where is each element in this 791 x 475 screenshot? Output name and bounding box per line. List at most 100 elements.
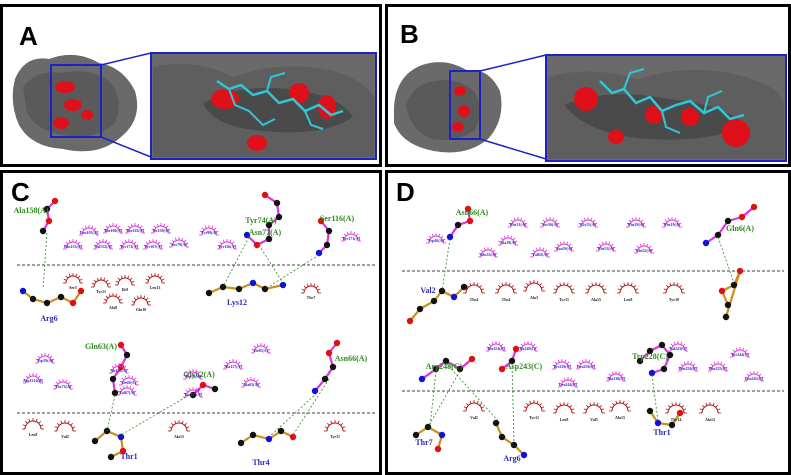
residue-label-hydrophobic: Trp59(A) (37, 358, 54, 363)
residue-label-hydrophobic: Leu250(C) (577, 364, 596, 369)
residue-label-hbond: Asn77(A) (249, 228, 282, 237)
hydrogen-bond (427, 370, 461, 428)
residue-label-hydrophobic: Tyr11 (96, 289, 106, 294)
atom (456, 365, 464, 373)
panel-c-ligplot: Ala158(A)Tyr74(A)Asn77(A)Ser116(A)Gln63(… (13, 191, 375, 467)
atom (724, 301, 732, 309)
residue-label-hydrophobic: Trp46(A) (428, 238, 445, 243)
atom (265, 435, 273, 443)
hydrophobic-contact (125, 223, 145, 234)
residue-label-hydrophobic: Thr163(A) (126, 228, 145, 233)
residue-label-hydrophobic: Ala28(A) (500, 240, 516, 245)
atom (117, 433, 125, 441)
residue-label-hydrophobic: Tyr11 (529, 415, 539, 420)
atom (249, 279, 257, 287)
panel-a: A (0, 4, 382, 167)
hydrophobic-contact (662, 217, 682, 228)
atom (311, 387, 319, 395)
hydrogen-bond (445, 362, 501, 424)
hydrophobic-contact (553, 402, 575, 414)
atom (199, 381, 207, 389)
hydrogen-bond (441, 238, 451, 292)
ligand-residue-label: Thr7 (415, 438, 432, 447)
atom (648, 369, 656, 377)
residue-label-hbond: Arg248(C) (426, 362, 463, 371)
atom (119, 447, 127, 455)
hotspot (645, 106, 663, 124)
hydrophobic-contact (606, 371, 626, 382)
atom (724, 217, 732, 225)
hydrophobic-contact (523, 280, 545, 292)
residue-label-hydrophobic: Ala15 (174, 434, 184, 439)
residue-label-hydrophobic: Ala117(A) (224, 364, 242, 369)
residue-label-hydrophobic: Ala15 (615, 415, 625, 420)
hotspot (722, 119, 750, 147)
residue-label-hydrophobic: Tyr123(A) (184, 392, 202, 397)
atom (660, 365, 668, 373)
hotspot (81, 110, 93, 120)
atom (243, 231, 251, 239)
atom (237, 439, 245, 447)
panel-letter-a: A (19, 21, 38, 51)
atom (107, 453, 115, 461)
hydrophobic-contact (730, 347, 750, 358)
residue-label-hydrophobic: Ile249(C) (520, 346, 537, 351)
atom (736, 267, 744, 275)
hotspot (247, 135, 267, 151)
hydrophobic-contact (553, 282, 575, 294)
hydrophobic-contact (678, 361, 698, 372)
residue-label-hydrophobic: Ala12 (705, 417, 715, 422)
hydrophobic-contact (578, 217, 598, 228)
ligand-residue-label: Lys12 (227, 298, 247, 307)
residue-label-hydrophobic: Phe29(A) (628, 222, 645, 227)
atom (654, 419, 662, 427)
atom (412, 431, 420, 439)
atom (468, 355, 476, 363)
atom (498, 365, 506, 373)
hydrophobic-contact (744, 371, 764, 382)
residue-label-hydrophobic: Val67(A) (119, 390, 135, 395)
hydrophobic-contact (183, 387, 203, 398)
atom (57, 293, 65, 301)
residue-label-hydrophobic: Gln10 (136, 307, 146, 312)
zoom-region-box (50, 64, 102, 138)
residue-label-hydrophobic: Val152(A) (94, 244, 112, 249)
hotspot (211, 89, 239, 109)
residue-label-hydrophobic: Leu8 (29, 432, 38, 437)
atom (442, 357, 450, 365)
atom (29, 295, 37, 303)
atom (43, 205, 51, 213)
atom (464, 205, 472, 213)
atom (492, 419, 500, 427)
hydrophobic-contact (463, 400, 485, 412)
atom (109, 375, 117, 383)
hydrophobic-contact (626, 217, 646, 228)
hydrogen-bond (268, 392, 318, 438)
hydrophobic-contact (495, 282, 517, 294)
ligand-residue-label: Arg6 (40, 314, 57, 323)
hydrophobic-contact (634, 243, 654, 254)
residue-label-hydrophobic: Glu33(A) (480, 252, 497, 257)
hydrophobic-contact (91, 277, 111, 288)
atom (235, 285, 243, 293)
residue-label-hydrophobic: Leu103(A) (80, 230, 99, 235)
atom (666, 351, 674, 359)
atom (43, 299, 51, 307)
atom (315, 249, 323, 257)
hydrogen-bond (258, 244, 284, 284)
hotspot (452, 122, 464, 132)
atom (466, 217, 474, 225)
atom (498, 433, 506, 441)
residue-label-hydrophobic: Gly55(A) (580, 222, 596, 227)
hydrophobic-contact (583, 402, 605, 414)
atom (211, 385, 219, 393)
residue-label-hydrophobic: Gln52(A) (636, 248, 653, 253)
hydrogen-bond (717, 236, 735, 284)
atom (123, 351, 131, 359)
residue-label-hbond: Gln6(A) (726, 224, 754, 233)
residue-label-hydrophobic: Thr73(A) (55, 384, 72, 389)
residue-label-hydrophobic: Thr4 (502, 297, 511, 302)
atom (676, 409, 684, 417)
ligand-residue-label: Thr1 (653, 428, 670, 437)
residue-label-hydrophobic: Val3 (590, 417, 598, 422)
